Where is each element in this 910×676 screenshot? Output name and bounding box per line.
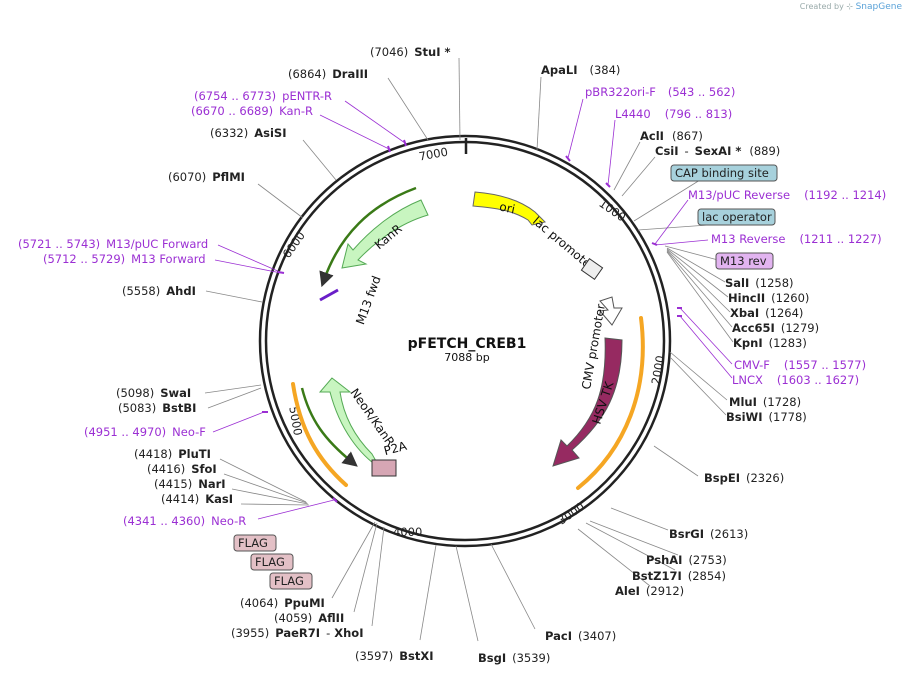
cap-binding-label: CAP binding site (675, 166, 769, 180)
cap-binding-box (670, 164, 778, 182)
site-bsiwi: BsiWI(1778) (726, 410, 807, 424)
orange-arc-left (291, 382, 348, 487)
primer-m13puc-fwd: (5721 .. 5743)M13/pUC Forward (18, 237, 208, 251)
m13-rev-box (715, 252, 774, 270)
primer-marks (262, 139, 682, 503)
flag-label-2: FLAG (255, 555, 285, 569)
site-pluti: (4418)PluTI (134, 447, 211, 461)
cmv-promoter-feature (599, 296, 623, 326)
primer-kan-r: (6670 .. 6689)Kan-R (191, 104, 313, 118)
site-paer7i-xhoi: (3955)PaeR7I-XhoI (231, 626, 363, 640)
tick-4000: 4000 (393, 525, 422, 539)
flag-label-3: FLAG (274, 574, 304, 588)
plasmid-length: 7088 bp (444, 351, 489, 364)
hsv-tk-feature (552, 337, 623, 467)
primer-mark-pbr (565, 155, 571, 162)
site-bstxi: (3597)BstXI (355, 649, 434, 663)
site-aflii: (4059)AflII (274, 611, 344, 625)
ori-feature (472, 191, 546, 226)
lac-operator-label: lac operator (702, 210, 772, 224)
primer-l4440: L4440(796 .. 813) (615, 107, 732, 121)
site-bstz17i: BstZ17I(2854) (632, 569, 726, 583)
primer-neo-r: (4341 .. 4360)Neo-R (123, 514, 246, 528)
site-acli: AclI(867) (640, 129, 703, 143)
snapgene-credit: Created by ⊹ SnapGene (800, 2, 902, 12)
site-stui: (7046)StuI * (370, 45, 451, 59)
snapgene-logo-icon: ⊹ (846, 2, 854, 11)
site-alei: AleI(2912) (615, 584, 684, 598)
site-pflmi: (6070)PflMI (168, 170, 245, 184)
site-labels: (7046)StuI * (6864)DraIII (6332)AsiSI (6… (116, 45, 819, 665)
primer-mark-m13f (277, 271, 285, 274)
plasmid-name: pFETCH_CREB1 (408, 336, 527, 352)
m13-fwd-arrow (319, 288, 339, 302)
leader-lines (204, 57, 734, 642)
site-hincii: HincII(1260) (728, 291, 809, 305)
site-sfoi: (4416)SfoI (147, 462, 217, 476)
tick-7000: 7000 (418, 145, 449, 164)
site-bsrgi: BsrGI(2613) (669, 527, 748, 541)
site-apali: ApaLI(384) (541, 63, 620, 77)
ori-label: ori (498, 200, 516, 217)
m13-rev-label: M13 rev (720, 254, 767, 268)
site-bspei: BspEI(2326) (704, 471, 784, 485)
site-asisi: (6332)AsiSI (210, 126, 287, 140)
m13-fwd-label: M13 fwd (353, 274, 384, 327)
site-bsgi: BsgI(3539) (478, 651, 550, 665)
site-nari: (4415)NarI (154, 477, 226, 491)
site-acc65i: Acc65I(1279) (732, 321, 819, 335)
site-ppumi: (4064)PpuMI (240, 596, 325, 610)
neor-arrow-dark (300, 387, 358, 467)
site-kasi: (4414)KasI (161, 492, 233, 506)
p2a-mark (371, 459, 397, 477)
site-pshai: PshAI(2753) (646, 553, 727, 567)
primer-m13puc-rev: M13/pUC Reverse(1192 .. 1214) (688, 188, 886, 202)
site-bstbi: (5083)BstBI (118, 401, 196, 415)
site-draiii: (6864)DraIII (288, 67, 368, 81)
site-paci: PacI(3407) (545, 629, 616, 643)
kanr-feature (341, 199, 429, 269)
primer-mark-neor (332, 497, 338, 503)
kanr-arrow-dark (319, 186, 417, 288)
site-csii-sexai: CsiI-SexAI *(889) (655, 144, 780, 158)
site-kpni: KpnI(1283) (733, 336, 807, 350)
site-swai: (5098)SwaI (116, 386, 191, 400)
tick-2000: 2000 (649, 354, 668, 385)
credit-prefix: Created by (799, 2, 844, 11)
primer-labels: (6754 .. 6773)pENTR-R (6670 .. 6689)Kan-… (18, 85, 886, 528)
site-sali: SalI(1258) (725, 276, 794, 290)
site-mlui: MluI(1728) (729, 395, 801, 409)
primer-pbr322: pBR322ori-F(543 .. 562) (585, 85, 735, 99)
credit-brand: SnapGene (855, 2, 902, 12)
lac-operator-box (697, 208, 776, 226)
tick-3000: 3000 (555, 499, 587, 527)
backbone-outer (258, 134, 672, 548)
p2a-label: P2A (382, 438, 409, 458)
primer-pentr: (6754 .. 6773)pENTR-R (194, 89, 332, 103)
primer-leader-lines (212, 98, 733, 520)
primer-lncx: LNCX(1603 .. 1627) (732, 373, 859, 387)
flag-box-1 (233, 534, 277, 552)
orange-arc-right (576, 316, 645, 490)
primer-m13-rev: M13 Reverse(1211 .. 1227) (711, 232, 882, 246)
site-ahdi: (5558)AhdI (122, 284, 196, 298)
flag-box-3 (269, 572, 313, 590)
flag-label-1: FLAG (238, 536, 268, 550)
feature-boxes: CAP binding site lac operator M13 rev FL… (233, 164, 778, 590)
site-xbai: XbaI(1264) (730, 306, 803, 320)
primer-m13-fwd: (5712 .. 5729)M13 Forward (43, 252, 206, 266)
flag-box-2 (250, 553, 294, 571)
primer-cmv-f: CMV-F(1557 .. 1577) (734, 358, 866, 372)
lac-promoter-mark (580, 257, 604, 281)
primer-neo-f: (4951 .. 4970)Neo-F (84, 425, 206, 439)
